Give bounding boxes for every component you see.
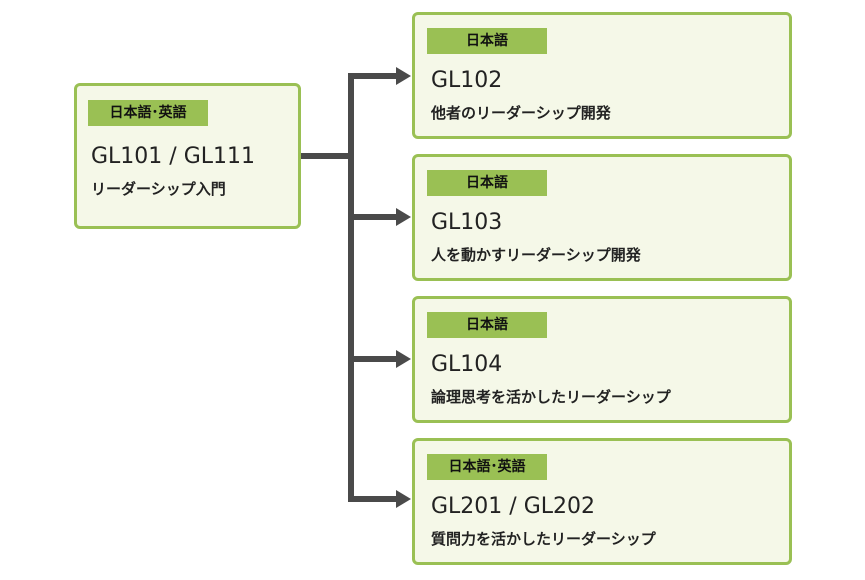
arrowhead-1	[396, 67, 411, 85]
course-code: GL101 / GL111	[91, 144, 255, 169]
language-badge: 日本語	[427, 170, 547, 196]
course-code: GL104	[431, 352, 503, 377]
language-badge: 日本語･英語	[88, 100, 208, 126]
course-code: GL102	[431, 68, 503, 93]
course-title: 他者のリーダーシップ開発	[431, 104, 611, 122]
course-card-gl102: 日本語 GL102 他者のリーダーシップ開発	[412, 12, 792, 139]
arrowhead-4	[396, 490, 411, 508]
course-title: 人を動かすリーダーシップ開発	[431, 246, 641, 264]
course-code: GL103	[431, 210, 503, 235]
arrowhead-3	[396, 350, 411, 368]
course-card-gl104: 日本語 GL104 論理思考を活かしたリーダーシップ	[412, 296, 792, 423]
course-title: リーダーシップ入門	[91, 180, 226, 198]
language-badge: 日本語	[427, 312, 547, 338]
root-course-card: 日本語･英語 GL101 / GL111 リーダーシップ入門	[74, 83, 301, 229]
course-title: 質問力を活かしたリーダーシップ	[431, 530, 656, 548]
language-badge: 日本語	[427, 28, 547, 54]
course-code: GL201 / GL202	[431, 494, 595, 519]
course-title: 論理思考を活かしたリーダーシップ	[431, 388, 671, 406]
course-card-gl103: 日本語 GL103 人を動かすリーダーシップ開発	[412, 154, 792, 281]
arrowhead-2	[396, 208, 411, 226]
language-badge: 日本語･英語	[427, 454, 547, 480]
course-card-gl201: 日本語･英語 GL201 / GL202 質問力を活かしたリーダーシップ	[412, 438, 792, 565]
